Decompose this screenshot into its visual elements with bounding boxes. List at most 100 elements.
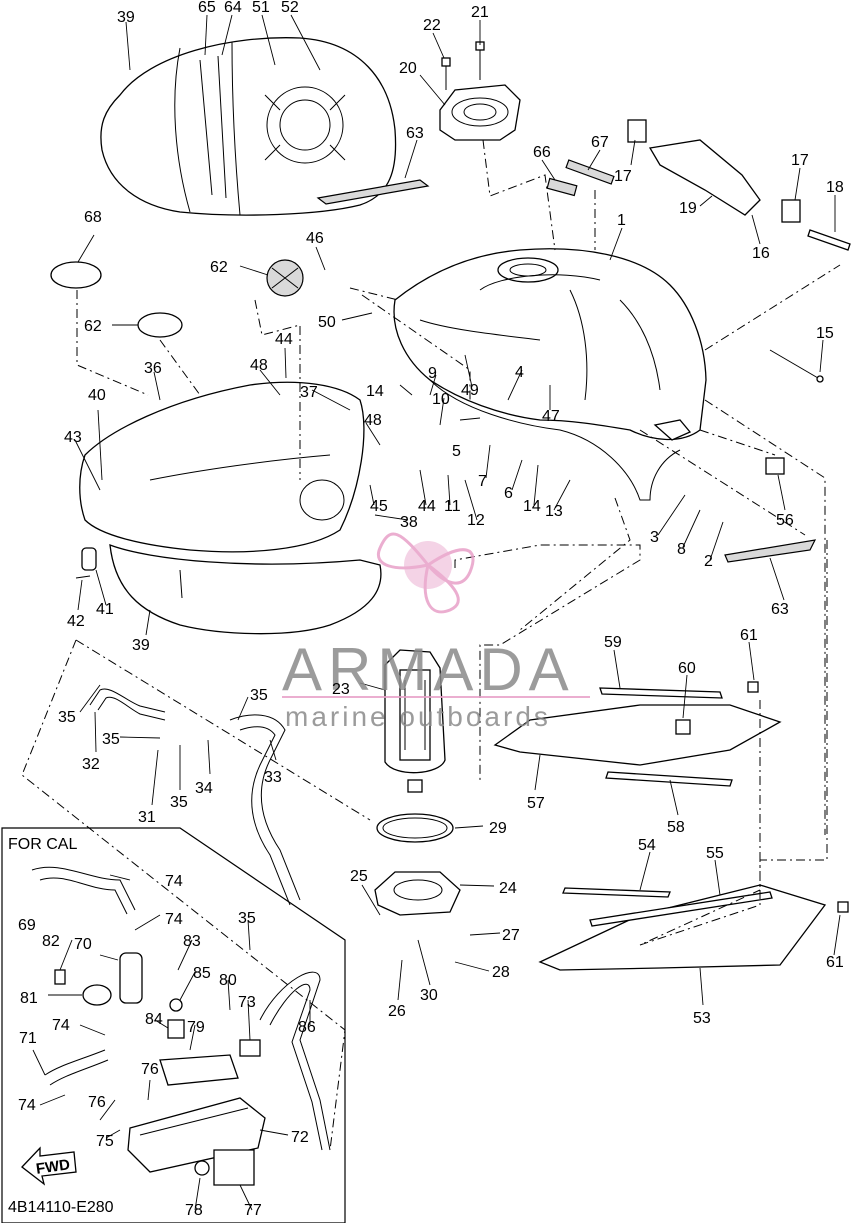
callout-49: 49 bbox=[461, 382, 479, 399]
callout-35-a: 35 bbox=[250, 687, 268, 704]
callout-23: 23 bbox=[332, 681, 350, 698]
callout-57: 57 bbox=[527, 795, 545, 812]
callout-55: 55 bbox=[706, 845, 724, 862]
callout-69: 69 bbox=[18, 917, 36, 934]
watermark-tagline: marine outboards bbox=[285, 701, 551, 732]
side-cover-left-part bbox=[79, 381, 365, 553]
bolt-15-part bbox=[769, 349, 824, 383]
hose-86-part bbox=[259, 971, 331, 1151]
callout-74-b: 74 bbox=[165, 911, 183, 928]
callout-76-b: 76 bbox=[88, 1094, 106, 1111]
callout-75: 75 bbox=[96, 1133, 114, 1150]
callout-43: 43 bbox=[64, 429, 82, 446]
callout-12: 12 bbox=[467, 512, 485, 529]
callout-38: 38 bbox=[400, 514, 418, 531]
for-cal-inset: FOR CAL FWD bbox=[1, 827, 346, 1223]
strip-63-lower-part bbox=[724, 539, 817, 563]
callout-35-e: 35 bbox=[238, 910, 256, 927]
diagram-code: 4B14110-E280 bbox=[8, 1199, 114, 1216]
callout-63-upper: 63 bbox=[406, 125, 424, 142]
hose-33-part bbox=[229, 714, 301, 906]
callout-17-left: 17 bbox=[614, 168, 632, 185]
armada-watermark: ARMADA marine outboards bbox=[282, 532, 590, 732]
watermark-brand: ARMADA bbox=[282, 636, 575, 703]
lower-cover-part bbox=[109, 544, 382, 635]
fwd-label: FWD bbox=[35, 1156, 71, 1178]
callout-48-upper: 48 bbox=[250, 357, 268, 374]
callout-41: 41 bbox=[96, 601, 114, 618]
strip-59-part bbox=[599, 687, 723, 699]
callout-14-left: 14 bbox=[366, 383, 384, 400]
side-panel-53-part bbox=[538, 884, 827, 971]
callout-18: 18 bbox=[826, 179, 844, 196]
callout-39-lower: 39 bbox=[132, 637, 150, 654]
callout-62-upper: 62 bbox=[210, 259, 228, 276]
leader-lines bbox=[32, 14, 841, 1211]
sticker-66-67-part bbox=[546, 159, 615, 197]
callout-47: 47 bbox=[542, 408, 560, 425]
callout-60: 60 bbox=[678, 660, 696, 677]
assembly-lines bbox=[21, 139, 841, 1151]
callout-80: 80 bbox=[219, 972, 237, 989]
callout-64: 64 bbox=[224, 0, 242, 16]
callout-35-c: 35 bbox=[102, 731, 120, 748]
fuel-pump-part bbox=[384, 649, 446, 793]
callout-56: 56 bbox=[776, 512, 794, 529]
propeller-logo-icon bbox=[376, 532, 475, 614]
grommet-41-part bbox=[75, 547, 97, 579]
emblem-62-lower-part bbox=[137, 312, 183, 338]
hose-32-part bbox=[89, 688, 166, 721]
callout-81: 81 bbox=[20, 990, 38, 1007]
callout-24: 24 bbox=[499, 880, 517, 897]
damper-56-part bbox=[765, 457, 785, 475]
pump-plate-part bbox=[374, 871, 461, 916]
callout-72: 72 bbox=[291, 1129, 309, 1146]
callout-27: 27 bbox=[502, 927, 520, 944]
callout-21: 21 bbox=[471, 4, 489, 21]
callout-83: 83 bbox=[183, 933, 201, 950]
callout-31: 31 bbox=[138, 809, 156, 826]
callout-44-upper: 44 bbox=[275, 331, 293, 348]
callout-16: 16 bbox=[752, 245, 770, 262]
callout-37: 37 bbox=[300, 384, 318, 401]
callout-74-a: 74 bbox=[165, 873, 183, 890]
callout-34: 34 bbox=[195, 780, 213, 797]
callout-4: 4 bbox=[515, 364, 524, 381]
callout-65: 65 bbox=[198, 0, 216, 16]
callout-40: 40 bbox=[88, 387, 106, 404]
callout-39: 39 bbox=[117, 9, 135, 26]
callout-58: 58 bbox=[667, 819, 685, 836]
callout-10: 10 bbox=[432, 391, 450, 408]
callout-54: 54 bbox=[638, 837, 656, 854]
callout-45: 45 bbox=[370, 498, 388, 515]
callout-61-upper: 61 bbox=[740, 627, 758, 644]
callout-9: 9 bbox=[428, 365, 437, 382]
callout-30: 30 bbox=[420, 987, 438, 1004]
callout-2: 2 bbox=[704, 553, 713, 570]
callout-36: 36 bbox=[144, 360, 162, 377]
callout-46: 46 bbox=[306, 230, 324, 247]
emblem-68-part bbox=[50, 261, 102, 289]
side-panel-57-part bbox=[493, 704, 782, 766]
callout-63-lower: 63 bbox=[771, 601, 789, 618]
callout-67: 67 bbox=[591, 134, 609, 151]
callout-20: 20 bbox=[399, 60, 417, 77]
callout-50: 50 bbox=[318, 314, 336, 331]
callout-52: 52 bbox=[281, 0, 299, 16]
callout-3: 3 bbox=[650, 529, 659, 546]
inset-label: FOR CAL bbox=[8, 836, 77, 853]
callout-48-lower: 48 bbox=[364, 412, 382, 429]
callout-70: 70 bbox=[74, 936, 92, 953]
strip-58-part bbox=[605, 771, 733, 787]
callout-85: 85 bbox=[193, 965, 211, 982]
callout-13: 13 bbox=[545, 503, 563, 520]
callout-6: 6 bbox=[504, 485, 513, 502]
callout-35-b: 35 bbox=[58, 709, 76, 726]
callout-29: 29 bbox=[489, 820, 507, 837]
callout-19: 19 bbox=[679, 200, 697, 217]
callout-11: 11 bbox=[444, 498, 461, 515]
callout-78: 78 bbox=[185, 1202, 203, 1219]
callout-28: 28 bbox=[492, 964, 510, 981]
callout-35-d: 35 bbox=[170, 794, 188, 811]
